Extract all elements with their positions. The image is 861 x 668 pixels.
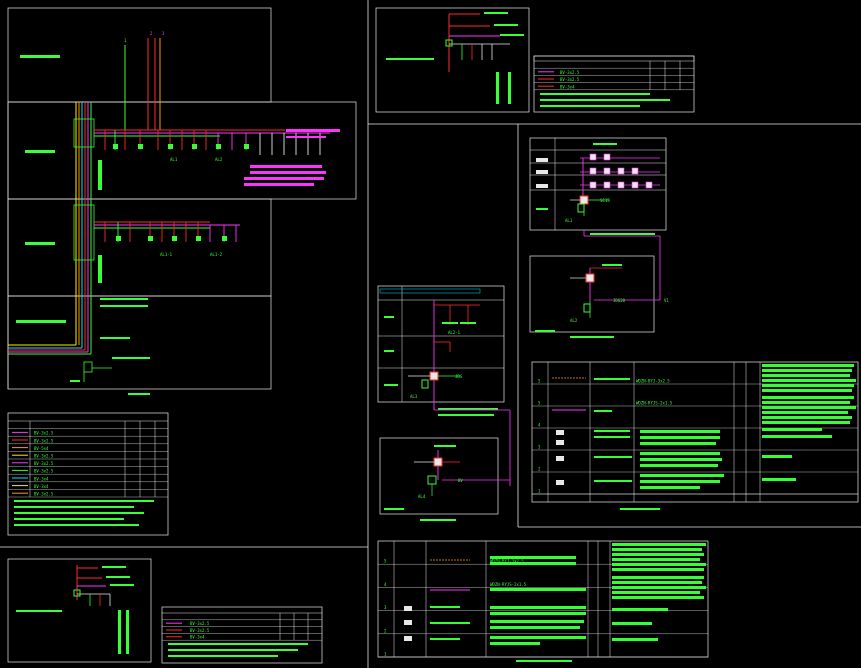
table-cell: 5 xyxy=(538,401,541,406)
table-cell: 3 xyxy=(538,445,541,450)
table-cell: BV-3x2.5 xyxy=(190,628,210,633)
riser-top-label-2: 2 xyxy=(150,31,153,36)
center-pipe: JDG xyxy=(455,374,463,379)
riser-top-label-3: 3 xyxy=(162,31,165,36)
table-cell: 4 xyxy=(384,582,387,587)
center-ref: AL3 xyxy=(410,394,418,399)
riser-diagram-center: AL3 JDG AL2-1 AL4 BV xyxy=(377,285,511,521)
legend-table-bottom-middle: 5 WDZN-BYJ-3x2.5 4 WDZN-RYJS-2x1.5 3 2 1 xyxy=(377,540,709,662)
legend-table-top-middle: BV-3x2.5BV-3x2.5BV-3x4 xyxy=(533,55,695,113)
table-cell: WDZN-BYJ-3x2.5 xyxy=(636,379,670,384)
lower-small-pipe: BV xyxy=(458,478,463,483)
table-cell: BV-3x4 xyxy=(34,484,49,489)
small-riser-top-middle xyxy=(375,7,530,113)
table-cell: BV-3x4 xyxy=(560,84,575,89)
riser-diagram-right-lower: AL2 JDG20 V1 xyxy=(529,255,669,338)
floor1-branch-ref-a: AL1 xyxy=(170,157,178,162)
table-cell: 1 xyxy=(538,489,541,494)
floor2-branch-ref-a: AL1-1 xyxy=(160,252,173,257)
riser-diagram-right-upper: AL1 SC15 xyxy=(529,137,667,300)
riser-top-label-1: 1 xyxy=(124,38,127,43)
table-cell: BV-3x2.5 xyxy=(34,431,54,436)
table-cell: BV-5x4 xyxy=(34,446,49,451)
table-cell: 2 xyxy=(538,467,541,472)
table-cell: BV-3x2.5 xyxy=(560,70,580,75)
right-lower-ref: AL2 xyxy=(570,318,578,323)
table-cell: BV-3x2.5 xyxy=(34,454,54,459)
center-ref-2: AL2-1 xyxy=(448,330,461,335)
riser-diagram-left: 1 2 3 xyxy=(7,7,357,395)
table-cell: BV-3x2.5 xyxy=(560,77,580,82)
lower-small-ref: AL4 xyxy=(418,494,426,499)
table-cell: BV-3x2.5 xyxy=(34,438,54,443)
right-upper-pipe: SC15 xyxy=(600,198,610,203)
table-cell: 4 xyxy=(538,423,541,428)
table-cell: BV-3x2.5 xyxy=(34,461,54,466)
small-riser-bottom-left xyxy=(7,558,152,663)
right-lower-v: V1 xyxy=(664,298,669,303)
table-cell: WDZN-RYJS-2x1.5 xyxy=(636,401,673,406)
table-cell: BV-3x2.5 xyxy=(190,621,210,626)
table-cell: BV-3x2.5 xyxy=(34,492,54,497)
legend-table-bottom-left: BV-3x2.5BV-3x2.5BV-3x4 xyxy=(161,606,323,664)
table-cell: 1 xyxy=(384,652,387,657)
legend-table-left: BV-3x2.5BV-3x2.5BV-5x4BV-3x2.5BV-3x2.5BV… xyxy=(7,412,169,536)
right-upper-ref: AL1 xyxy=(565,218,573,223)
table-cell: 3 xyxy=(384,605,387,610)
table-cell: BV-3x2.5 xyxy=(34,469,54,474)
table-cell: WDZN-RYJS-2x1.5 xyxy=(490,582,527,587)
table-cell: WDZN-BYJ-3x2.5 xyxy=(490,559,524,564)
table-cell: 5 xyxy=(538,379,541,384)
table-cell: 5 xyxy=(384,559,387,564)
floor2-branch-ref-b: AL1-2 xyxy=(210,252,223,257)
table-cell: 2 xyxy=(384,628,387,633)
right-lower-pipe: JDG20 xyxy=(613,298,626,303)
table-cell: BV-3x4 xyxy=(34,476,49,481)
floor1-branch-ref-b: AL2 xyxy=(215,157,223,162)
table-cell: BV-3x4 xyxy=(190,635,205,640)
